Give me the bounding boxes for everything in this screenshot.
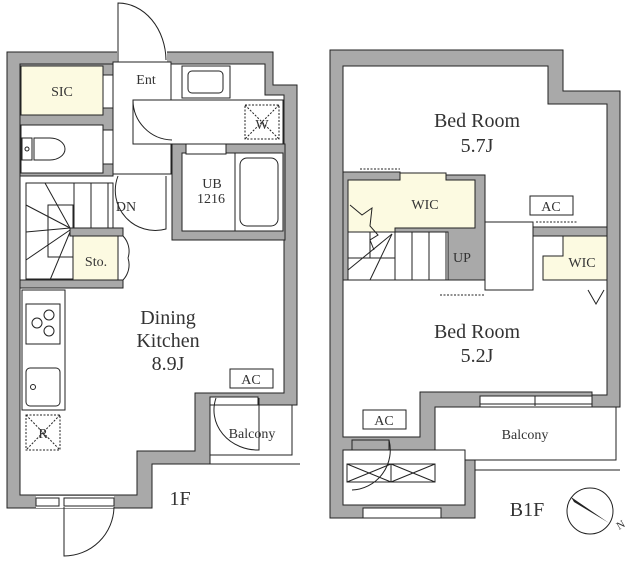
balcony-door-1f[interactable] xyxy=(213,397,260,451)
stairs-up[interactable] xyxy=(347,231,449,281)
wic-room-2 xyxy=(542,235,608,281)
compass-icon: N xyxy=(566,487,628,535)
refrigerator-label: R xyxy=(38,427,48,442)
stair-treads xyxy=(25,182,109,281)
down-label: DN xyxy=(116,200,136,215)
bedroom-2-size: 5.2J xyxy=(461,345,494,367)
b1f-hall xyxy=(484,221,534,291)
ac-label-1f: AC xyxy=(241,373,260,388)
entrance-door[interactable] xyxy=(117,2,167,62)
balcony-1f xyxy=(209,404,293,456)
up-label: UP xyxy=(453,251,471,266)
unit-bath xyxy=(181,152,284,232)
stair-treads-b1f xyxy=(347,204,447,281)
sink-icon xyxy=(25,367,61,407)
washbasin-bowl-icon xyxy=(187,70,224,94)
balcony-label-b1f: Balcony xyxy=(502,428,549,443)
service-door-1f[interactable] xyxy=(63,506,115,557)
sic-room xyxy=(20,65,104,116)
toilet-room xyxy=(20,124,104,174)
ac-unit-b1f-lower xyxy=(362,409,407,430)
dining-kitchen-label-1: Dining xyxy=(140,307,196,329)
stove-icon xyxy=(25,303,61,345)
sic-label: SIC xyxy=(51,85,73,100)
dry-area xyxy=(342,449,466,506)
dining-kitchen-size: 8.9J xyxy=(152,353,185,375)
refrigerator-space xyxy=(25,414,61,451)
ub-label: UB xyxy=(202,177,221,192)
bathtub-icon xyxy=(239,157,279,227)
bedroom-2-label: Bed Room xyxy=(434,321,521,343)
ac-unit-b1f-upper xyxy=(529,195,574,216)
floor-1f: SIC Ent W UB 1216 xyxy=(6,2,300,557)
floor-b1f: WIC UP AC WIC Bed Room 5.7J Bed Room 5.2… xyxy=(329,49,628,535)
storage-label: Sto. xyxy=(85,255,107,270)
washroom xyxy=(132,99,284,145)
bedroom-1-size: 5.7J xyxy=(461,135,494,157)
hall-door-swing xyxy=(114,175,167,231)
storage-wall xyxy=(69,227,124,237)
ac-label-b1f-upper: AC xyxy=(541,200,560,215)
bedroom-1-label: Bed Room xyxy=(434,110,521,132)
wic-2-door-icon xyxy=(587,289,605,306)
ub-size: 1216 xyxy=(197,192,225,207)
sic-door xyxy=(102,74,114,109)
ub-door xyxy=(185,143,227,155)
compass-north-label: N xyxy=(615,518,628,532)
lightwell-grating xyxy=(346,463,436,483)
b1f-bottom-opening xyxy=(362,507,442,519)
wic-label-2: WIC xyxy=(568,256,595,271)
storage-door[interactable] xyxy=(122,235,130,281)
ac-unit-1f xyxy=(229,368,274,389)
storage-room xyxy=(72,235,119,281)
washer-space xyxy=(244,104,280,140)
kitchen-counter xyxy=(21,289,66,411)
dry-area-door-frame xyxy=(351,439,390,451)
balcony-label-1f: Balcony xyxy=(229,427,276,442)
dining-kitchen-label-2: Kitchen xyxy=(136,330,199,352)
dry-area-door[interactable] xyxy=(351,439,391,491)
wic-label-1: WIC xyxy=(411,198,438,213)
washbasin xyxy=(181,65,231,99)
toilet-door xyxy=(102,129,114,165)
ac-label-b1f-lower: AC xyxy=(374,414,393,429)
floor-label-1f: 1F xyxy=(169,488,190,510)
1f-stair-wall xyxy=(19,279,124,289)
washroom-door-swing xyxy=(132,99,173,141)
floor-label-b1f: B1F xyxy=(510,499,544,521)
balcony-window-b1f[interactable] xyxy=(479,395,593,405)
toilet-icon xyxy=(21,137,66,161)
bottom-opening xyxy=(36,496,114,508)
entrance-label: Ent xyxy=(136,73,156,88)
washer-label: W xyxy=(255,118,269,133)
